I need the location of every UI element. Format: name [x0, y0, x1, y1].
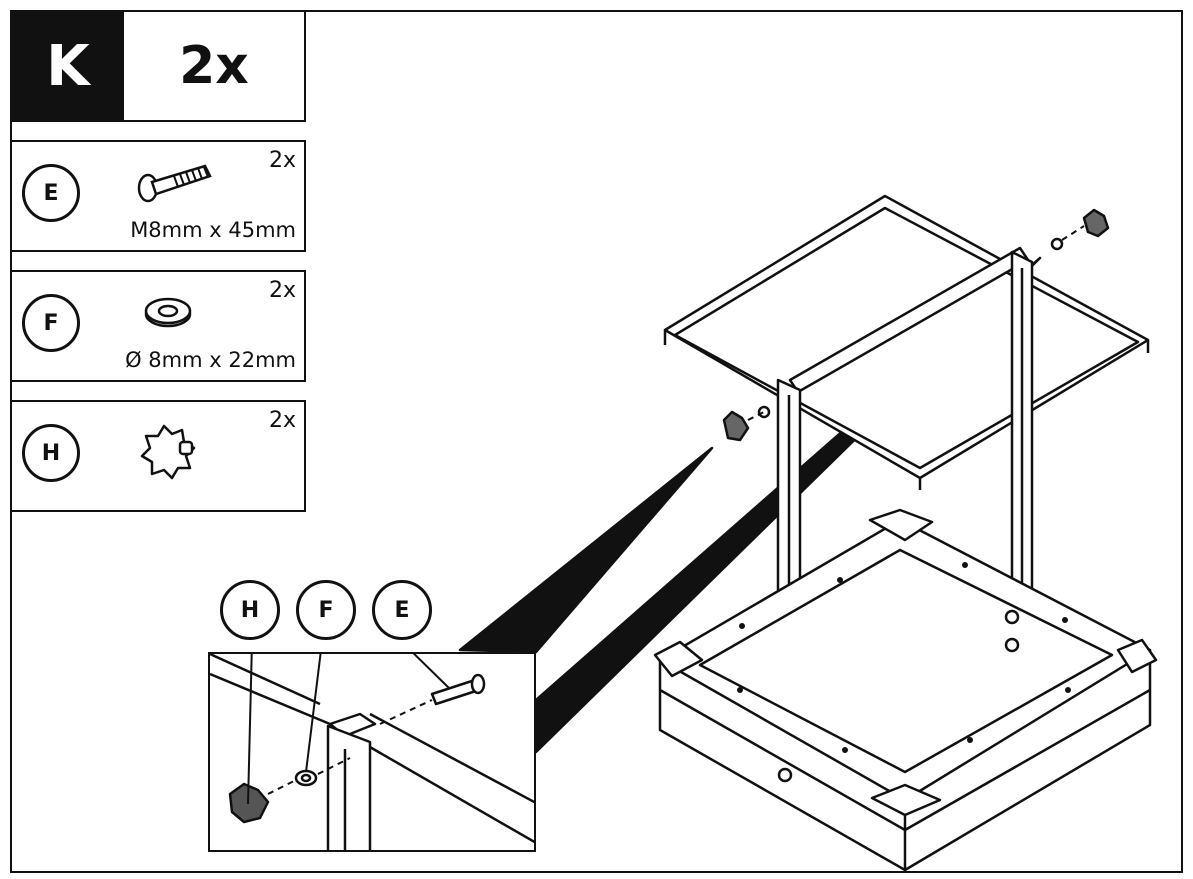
part-box-e: E 2x M8mm x 45mm: [10, 140, 306, 252]
part-quantity: 2x: [268, 148, 296, 173]
callout-e: E: [372, 580, 432, 640]
step-letter: K: [12, 12, 124, 120]
leader-wedge-left: [458, 446, 714, 654]
part-id-badge: F: [22, 294, 80, 352]
part-id-badge: E: [22, 164, 80, 222]
part-quantity: 2x: [268, 278, 296, 303]
part-dimension: Ø 8mm x 22mm: [125, 348, 296, 372]
detail-inset: [208, 652, 536, 852]
step-header: K 2x: [10, 10, 306, 122]
washer-icon: [140, 292, 200, 336]
callout-h: H: [220, 580, 280, 640]
part-box-f: F 2x Ø 8mm x 22mm: [10, 270, 306, 382]
carriage-bolt-icon: [130, 156, 220, 210]
sandbox-front-left-side: [658, 660, 907, 872]
callout-f: F: [296, 580, 356, 640]
canopy-inner: [673, 206, 1140, 470]
part-id-badge: H: [22, 424, 80, 482]
star-knob-icon: [134, 418, 204, 492]
step-count: 2x: [179, 36, 249, 96]
part-box-h: H 2x: [10, 400, 306, 512]
sandbox-top: [658, 518, 1152, 802]
sandbox-opening: [698, 548, 1114, 774]
part-dimension: M8mm x 45mm: [130, 218, 296, 242]
part-quantity: 2x: [268, 408, 296, 433]
sandbox-front-right-side: [904, 650, 1152, 872]
